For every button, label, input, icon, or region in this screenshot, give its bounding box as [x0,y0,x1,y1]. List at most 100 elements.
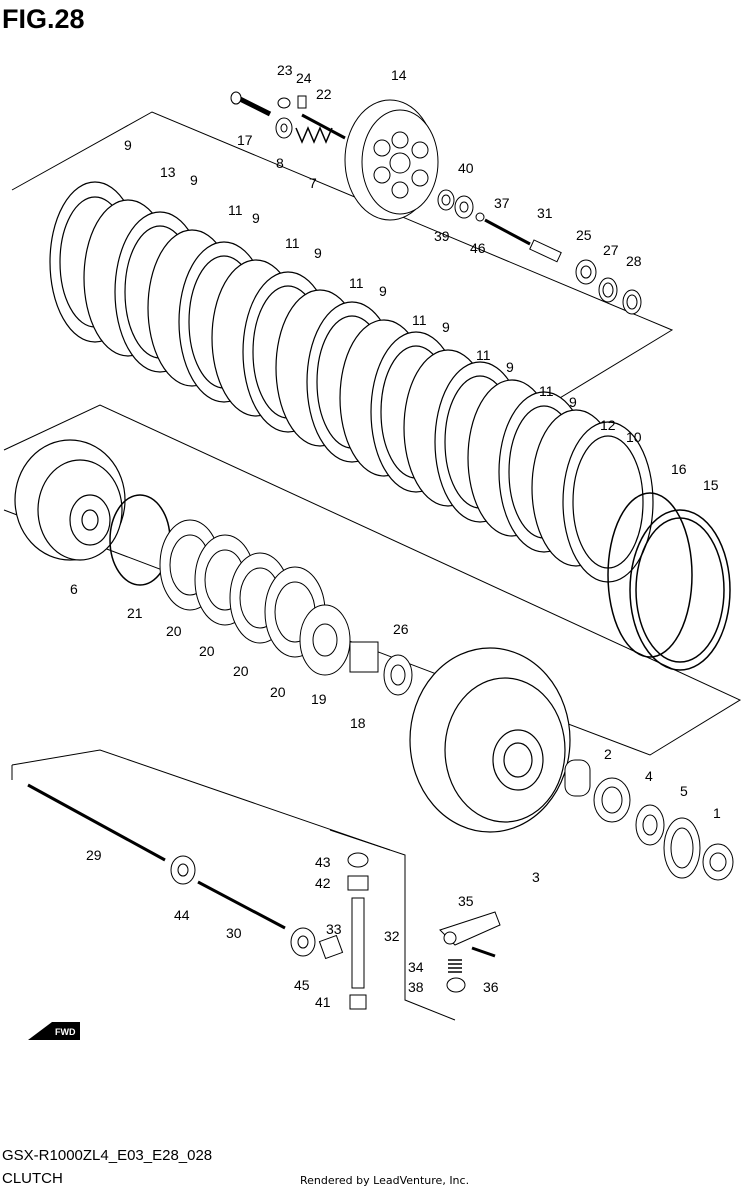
callout-c11b: 11 [285,235,300,251]
callout-c32: 32 [384,928,400,944]
callout-c20a: 20 [166,623,182,639]
washer-38 [446,977,466,993]
pressure-plate-14 [344,99,439,221]
callout-c15: 15 [703,477,719,493]
clutch-hub-6 [14,439,126,561]
callout-c8: 8 [276,155,284,171]
spring-7 [295,126,333,144]
release-bracket-outline [329,829,456,1021]
callout-c6: 6 [70,581,78,597]
callout-c43: 43 [315,854,331,870]
callout-c1: 1 [713,805,721,821]
callout-c28: 28 [626,253,642,269]
callout-c33: 33 [326,921,342,937]
callout-c11e: 11 [349,275,364,291]
cam-18 [349,641,379,673]
callout-c9g: 9 [506,359,514,375]
render-credit: Rendered by LeadVenture, Inc. [300,1174,470,1187]
callout-c22: 22 [316,86,332,102]
wire-ring-16 [607,492,693,658]
plates-20 [159,519,326,658]
bearing-43 [347,852,369,868]
seat-19 [299,604,351,676]
group-outline-pressure-plate [11,111,674,411]
callout-c9e: 9 [379,283,387,299]
spring-rod-22 [301,113,346,140]
ball-46 [475,212,485,222]
callout-c11d: 11 [476,347,491,363]
figure-title: FIG.28 [2,4,85,34]
callout-c42: 42 [315,875,331,891]
callout-c3: 3 [532,869,540,885]
callout-c25: 25 [576,227,592,243]
spring-ring-15 [629,509,731,671]
diagram-name: CLUTCH [2,1170,63,1187]
callout-c13: 13 [160,164,176,180]
oil-seal-44 [170,855,196,885]
spacer-sleeve [564,759,591,797]
callout-c37: 37 [494,195,510,211]
callout-c4: 4 [645,768,653,784]
washer-27 [598,277,618,303]
callout-c20d: 20 [270,684,286,700]
washer-28 [622,289,642,315]
nut-23 [277,97,291,109]
bearing-41 [349,994,367,1010]
model-code: GSX-R1000ZL4_E03_E28_028 [2,1147,213,1164]
callout-c21: 21 [127,605,143,621]
bearing-42 [347,875,369,891]
fwd-label: FWD [55,1027,76,1037]
callout-c23: 23 [277,62,293,78]
push-rod-37 [484,218,531,246]
clutch-plate-stack [49,181,654,583]
callout-c5: 5 [680,783,688,799]
callout-c40: 40 [458,160,474,176]
release-shaft-32 [351,897,365,989]
callout-c36: 36 [483,979,499,995]
group-outline-shafts [11,749,391,851]
spacer-4 [635,804,665,846]
washer-1 [702,843,734,881]
bolt-36 [471,946,496,958]
callout-c9h: 9 [569,394,577,410]
callout-c11f: 11 [539,383,554,399]
washer-26 [383,654,413,696]
callout-c10: 10 [626,429,642,445]
push-piece-31 [529,239,562,263]
primary-driven-gear-3 [409,647,571,833]
callout-c18: 18 [350,715,366,731]
callout-c9c: 9 [252,210,260,226]
callout-c34: 34 [408,959,424,975]
callout-c12: 12 [600,417,616,433]
bearing-2 [593,777,631,823]
callout-c9f: 9 [442,319,450,335]
callout-c9d: 9 [314,245,322,261]
oil-seal-45 [290,927,316,957]
bolt-17 [230,91,272,117]
callout-c19: 19 [311,691,327,707]
nut-25 [575,259,597,285]
callout-c26: 26 [393,621,409,637]
callout-c31: 31 [537,205,553,221]
callout-c9a: 9 [124,137,132,153]
fwd-arrow-badge: FWD [28,1018,80,1040]
spring-34 [448,959,462,973]
callout-c27: 27 [603,242,619,258]
bearing-40 [454,195,474,219]
callout-c44: 44 [174,907,190,923]
callout-c24: 24 [296,70,312,86]
callout-c20b: 20 [199,643,215,659]
callout-c11a: 11 [228,202,243,218]
bearing-5 [663,817,701,879]
callout-c17: 17 [237,132,253,148]
callout-c2: 2 [604,746,612,762]
callout-c7: 7 [309,175,317,191]
callout-c45: 45 [294,977,310,993]
callout-c35: 35 [458,893,474,909]
callout-c14: 14 [391,67,407,83]
washer-39 [437,189,455,211]
callout-c29: 29 [86,847,102,863]
callout-c41: 41 [315,994,331,1010]
